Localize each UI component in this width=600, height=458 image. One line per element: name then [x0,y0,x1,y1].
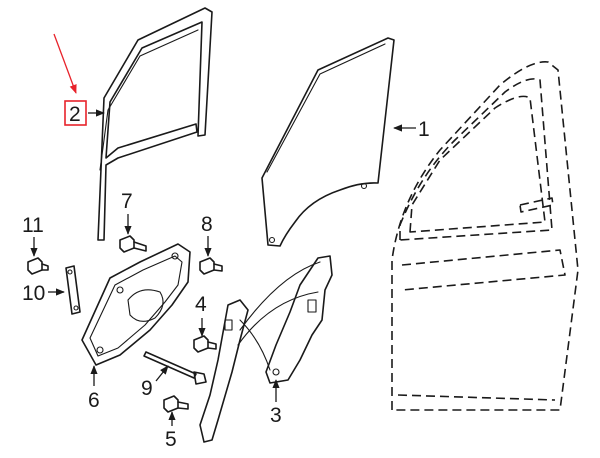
bolt-part-4 [193,335,217,353]
callout-8: 8 [201,213,213,236]
highlight-box [64,100,87,126]
bolt-part-5 [163,395,189,413]
callout-5: 5 [165,428,177,451]
door-glass-part-1 [261,37,395,247]
callout-10: 10 [22,282,45,305]
callout-9: 9 [141,377,153,400]
door-shell [391,61,579,411]
guide-pin-part-9 [143,351,207,385]
bracket-part-10 [65,265,81,315]
carrier-plate-part-6 [81,243,191,366]
bolt-part-8 [199,257,223,275]
window-regulator-part-3 [199,255,333,443]
glass-run-channel-part-2 [97,7,213,241]
callout-11: 11 [22,214,44,237]
callout-2: 2 [69,103,81,126]
bolt-part-7 [119,235,147,253]
callout-6: 6 [88,389,100,412]
callout-1: 1 [418,118,430,141]
screw-part-11 [27,257,49,275]
leader-arrows [30,33,416,426]
callout-3: 3 [270,404,282,427]
callout-7: 7 [121,190,133,213]
callout-4: 4 [195,293,207,316]
